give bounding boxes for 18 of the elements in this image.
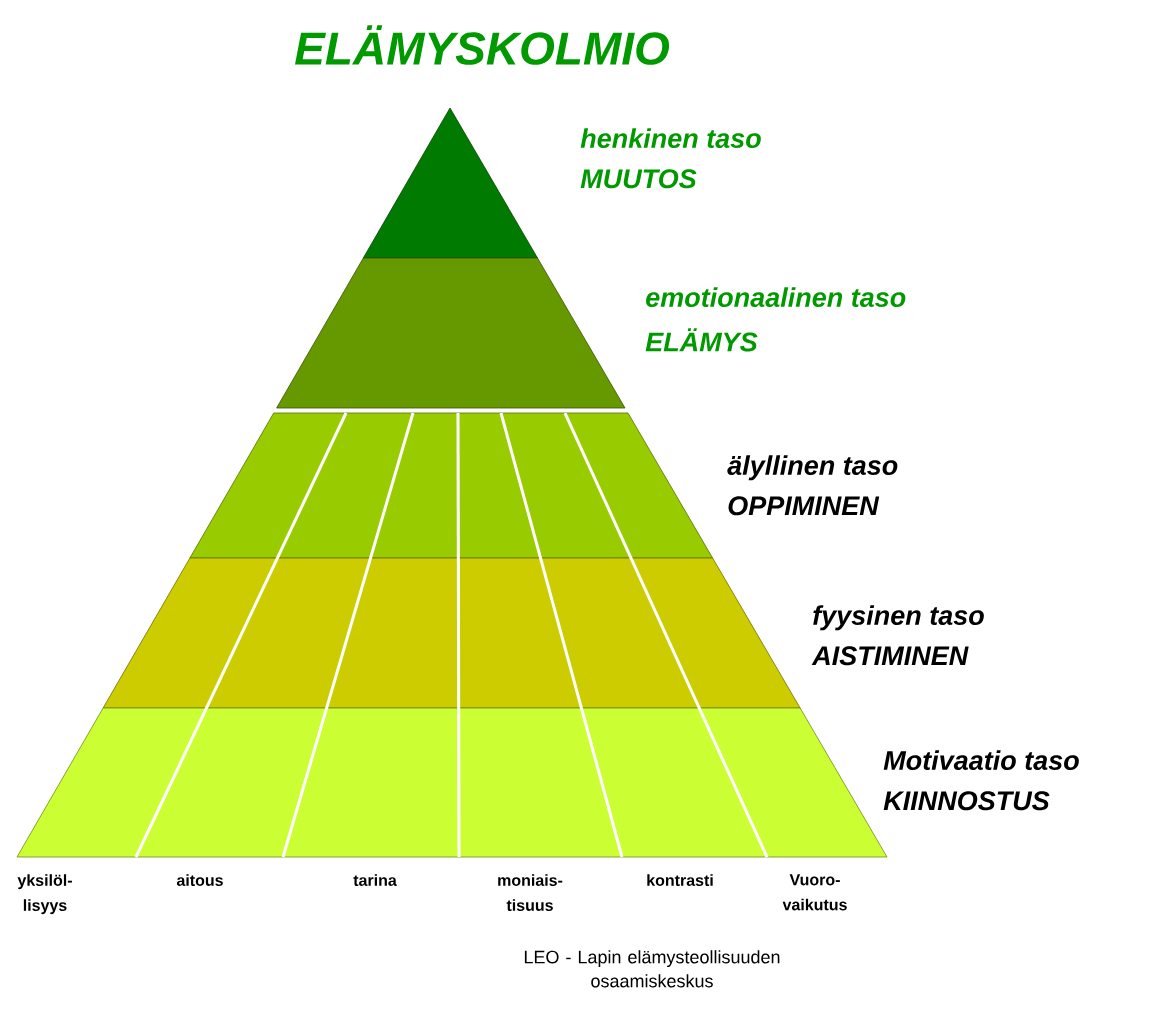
level-label: älyllinen taso xyxy=(727,455,898,481)
level-label: AISTIMINEN xyxy=(811,646,969,666)
column-label: moniais- tisuus xyxy=(498,874,563,911)
level-label: emotionaalinen taso xyxy=(646,287,906,308)
level-label: fyysinen taso xyxy=(813,605,984,631)
title: ELÄMYSKOLMIO xyxy=(295,25,670,65)
source-note: LEO - Lapin elämysteollisuuden osaamiskeskus xyxy=(524,950,780,988)
column-label: tarina xyxy=(353,874,397,886)
column-label: aitous xyxy=(176,874,223,886)
level-label: Motivaatio taso xyxy=(883,750,1079,771)
level-label: OPPIMINEN xyxy=(728,496,880,516)
column-label: yksilöl- lisyys xyxy=(17,874,72,915)
level-label: MUUTOS xyxy=(580,169,697,189)
level-label: henkinen taso xyxy=(580,128,761,149)
column-label: Vuoro- vaikutus xyxy=(782,874,847,911)
level-label: KIINNOSTUS xyxy=(883,791,1050,811)
column-label: kontrasti xyxy=(647,874,713,886)
level-label: ELÄMYS xyxy=(645,328,758,352)
